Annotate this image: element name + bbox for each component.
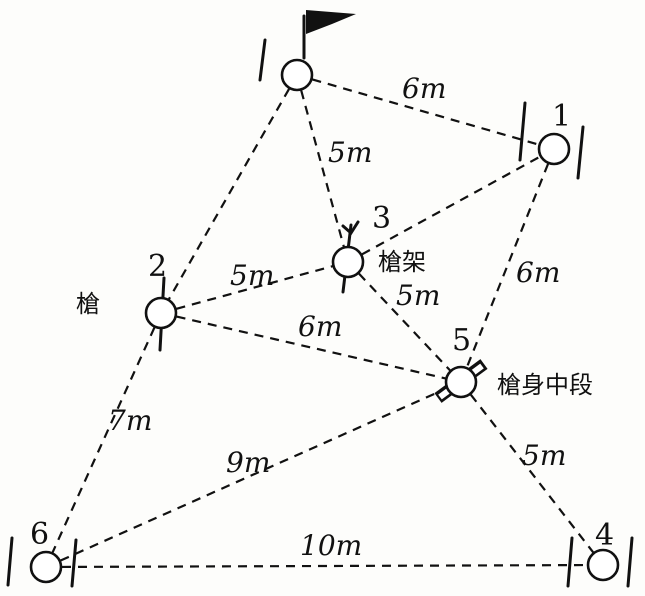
dist-top-n3: 5m bbox=[328, 136, 372, 169]
station-5 bbox=[444, 365, 478, 399]
label-n6: 6 bbox=[30, 517, 49, 552]
edge-n3-n1 bbox=[347, 148, 555, 263]
annotation-spear-rack: 槍架 bbox=[378, 248, 426, 276]
edge-n6-n5 bbox=[45, 380, 462, 569]
edge-top-n3 bbox=[295, 74, 350, 263]
label-n4: 4 bbox=[595, 518, 614, 553]
edges bbox=[44, 73, 604, 569]
dist-n3-n5: 5m bbox=[396, 279, 440, 312]
edge-n2-n3 bbox=[160, 260, 349, 315]
dist-n6-n5: 9m bbox=[226, 446, 270, 479]
label-n2: 2 bbox=[148, 249, 167, 284]
nodes bbox=[29, 58, 620, 584]
edge-n5-n4 bbox=[460, 381, 604, 566]
node-labels: 1 2 3 5 6 4 bbox=[30, 99, 614, 553]
dist-n1-n5: 6m bbox=[516, 256, 560, 289]
dist-n5-n4: 5m bbox=[522, 439, 566, 472]
station-3 bbox=[331, 245, 365, 279]
station-2 bbox=[144, 296, 178, 330]
label-n1: 1 bbox=[552, 99, 571, 134]
edge-top-n2 bbox=[160, 74, 298, 314]
dist-n6-n4: 10m bbox=[300, 529, 362, 562]
edge-n1-n5 bbox=[459, 148, 556, 383]
station-top bbox=[280, 58, 314, 92]
station-6 bbox=[29, 550, 63, 584]
edge-n2-n6 bbox=[44, 312, 163, 568]
dist-top-n1: 6m bbox=[402, 72, 446, 105]
annotation-spear-middle: 槍身中段 bbox=[497, 371, 593, 399]
edge-n2-n5 bbox=[160, 311, 462, 384]
spear-rack-fork bbox=[341, 220, 360, 236]
dist-n2-n6: 7m bbox=[108, 404, 152, 437]
annotation-spear: 槍 bbox=[76, 290, 100, 318]
edge-n3-n5 bbox=[347, 261, 462, 383]
distance-labels: 6m 5m 5m 5m 6m 6m 7m 9m 5m 10m bbox=[108, 72, 566, 562]
label-n5: 5 bbox=[452, 323, 471, 358]
station-1 bbox=[537, 132, 571, 166]
dist-n2-n3: 5m bbox=[230, 259, 274, 292]
dist-n2-n5: 6m bbox=[298, 310, 342, 343]
label-n3: 3 bbox=[372, 201, 391, 236]
flag-icon bbox=[302, 10, 356, 60]
side-markers bbox=[6, 38, 634, 588]
annotations: 槍 槍架 槍身中段 bbox=[76, 248, 593, 399]
edge-n6-n4 bbox=[45, 563, 604, 569]
edge-top-n1 bbox=[296, 73, 555, 151]
station-4 bbox=[586, 548, 620, 582]
